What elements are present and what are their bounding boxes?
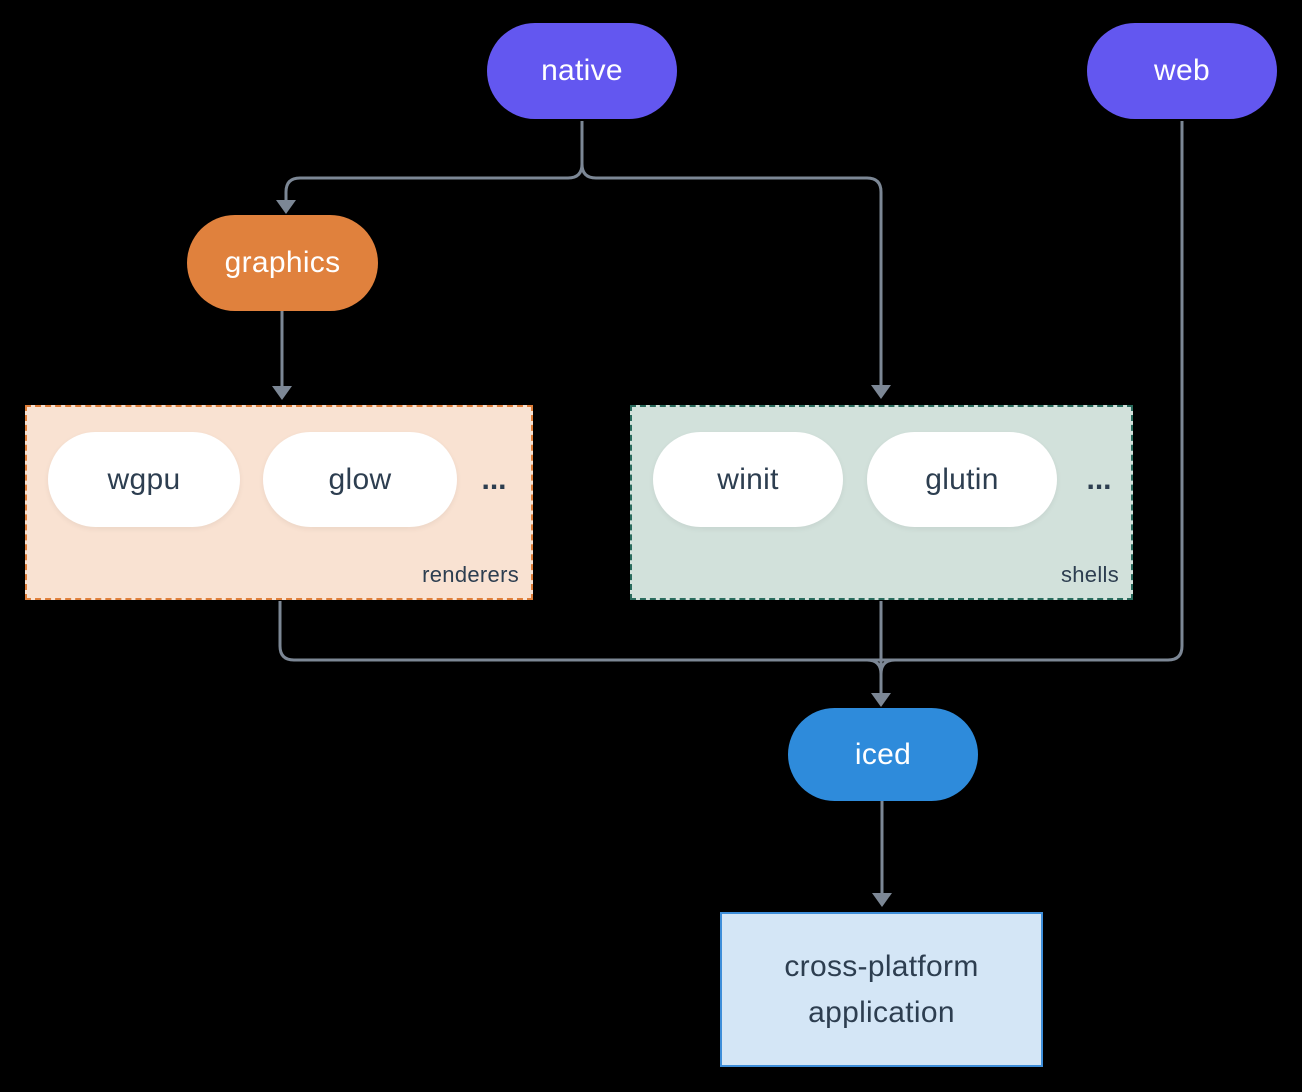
web-node-label: web: [1154, 54, 1210, 87]
glow-pill: glow: [263, 432, 457, 527]
cross-platform-application-label: cross-platform application: [784, 949, 979, 1029]
web-node: web: [1087, 23, 1277, 119]
winit-pill: winit: [653, 432, 843, 527]
graphics-node-label: graphics: [224, 246, 341, 279]
arrowhead-into-iced: [871, 693, 891, 707]
iced-node-label: iced: [854, 737, 912, 771]
wgpu-pill-label: wgpu: [107, 462, 181, 496]
arrowhead-into-renderers: [272, 386, 292, 400]
native-node: native: [487, 23, 677, 119]
shells-ellipsis: ...: [1086, 462, 1112, 496]
wgpu-pill: wgpu: [48, 432, 240, 527]
shells-group-label: shells: [1060, 562, 1119, 587]
iced-node: iced: [788, 708, 978, 801]
renderers-group-label: renderers: [422, 562, 519, 587]
cross-platform-application-box: cross-platform application: [720, 912, 1043, 1067]
arrowhead-into-graphics: [276, 200, 296, 214]
winit-pill-label: winit: [717, 462, 779, 496]
arrowhead-into-app: [872, 893, 892, 907]
glutin-pill: glutin: [867, 432, 1057, 527]
connector-native-to-shells: [580, 163, 883, 385]
glutin-pill-label: glutin: [925, 462, 999, 496]
native-node-label: native: [541, 54, 623, 87]
connector-merge-fillets: [866, 658, 896, 675]
arrowhead-into-shells: [871, 385, 891, 399]
glow-pill-label: glow: [328, 462, 392, 496]
graphics-node: graphics: [187, 215, 378, 311]
renderers-ellipsis: ...: [481, 462, 507, 496]
connector-native-to-graphics: [284, 163, 584, 200]
